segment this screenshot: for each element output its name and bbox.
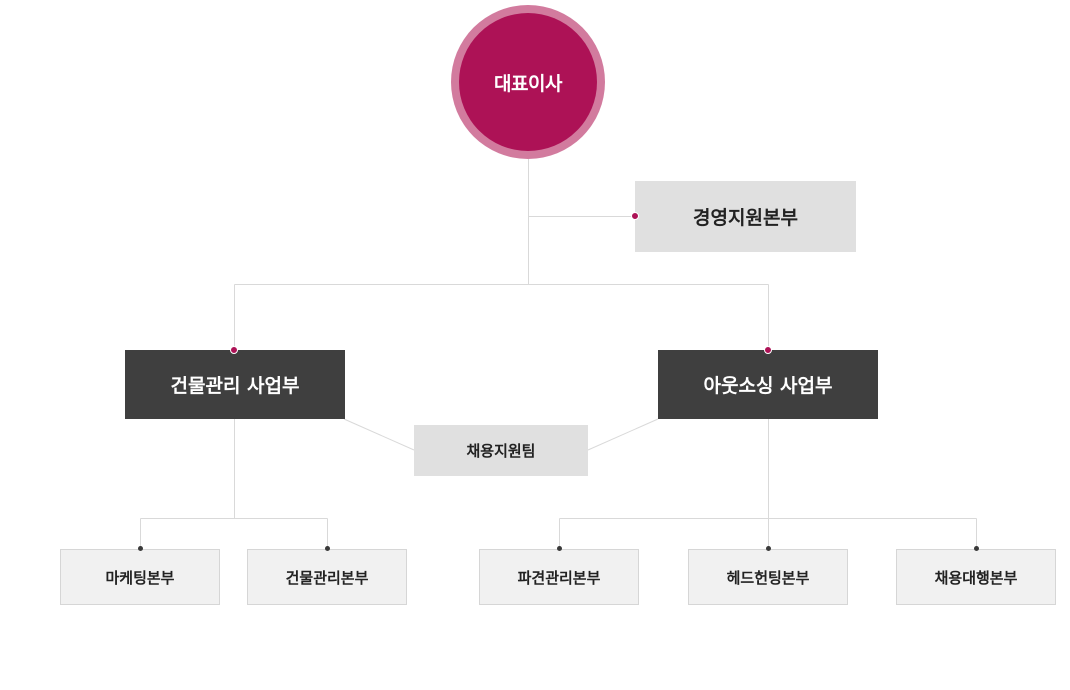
outsourcing-division-node: 아웃소싱 사업부 — [658, 350, 878, 419]
headhunting-unit-node: 헤드헌팅본부 — [688, 549, 848, 605]
marketing-unit-label: 마케팅본부 — [105, 568, 175, 587]
ceo-node-core: 대표이사 — [459, 13, 597, 151]
dispatch-management-unit-label: 파견관리본부 — [517, 568, 601, 587]
ceo-node: 대표이사 — [451, 5, 605, 159]
building-management-unit-node: 건물관리본부 — [247, 549, 407, 605]
building-management-unit-label: 건물관리본부 — [285, 568, 369, 587]
building-division-connector-dot — [230, 346, 238, 354]
headhunting-connector-dot — [766, 546, 771, 551]
recruitment-support-team-node: 채용지원팀 — [414, 425, 588, 476]
dispatch-connector-dot — [557, 546, 562, 551]
marketing-unit-node: 마케팅본부 — [60, 549, 220, 605]
building-division-node: 건물관리 사업부 — [125, 350, 345, 419]
headhunting-unit-label: 헤드헌팅본부 — [726, 568, 810, 587]
connector-shared-right — [587, 418, 659, 451]
support-connector-dot — [631, 212, 639, 220]
building-division-label: 건물관리 사업부 — [170, 375, 300, 397]
dispatch-management-unit-node: 파견관리본부 — [479, 549, 639, 605]
outsourcing-division-connector-dot — [764, 346, 772, 354]
marketing-connector-dot — [138, 546, 143, 551]
recruitment-support-team-label: 채용지원팀 — [466, 442, 536, 460]
ceo-label: 대표이사 — [494, 72, 562, 95]
management-support-label: 경영지원본부 — [693, 207, 798, 229]
management-support-node: 경영지원본부 — [635, 181, 856, 252]
building-unit-connector-dot — [325, 546, 330, 551]
connector-shared-left — [343, 418, 415, 451]
recruitment-agency-unit-label: 채용대행본부 — [934, 568, 1018, 587]
outsourcing-division-label: 아웃소싱 사업부 — [703, 375, 833, 397]
recruitment-agency-unit-node: 채용대행본부 — [896, 549, 1056, 605]
recruit-agency-connector-dot — [974, 546, 979, 551]
